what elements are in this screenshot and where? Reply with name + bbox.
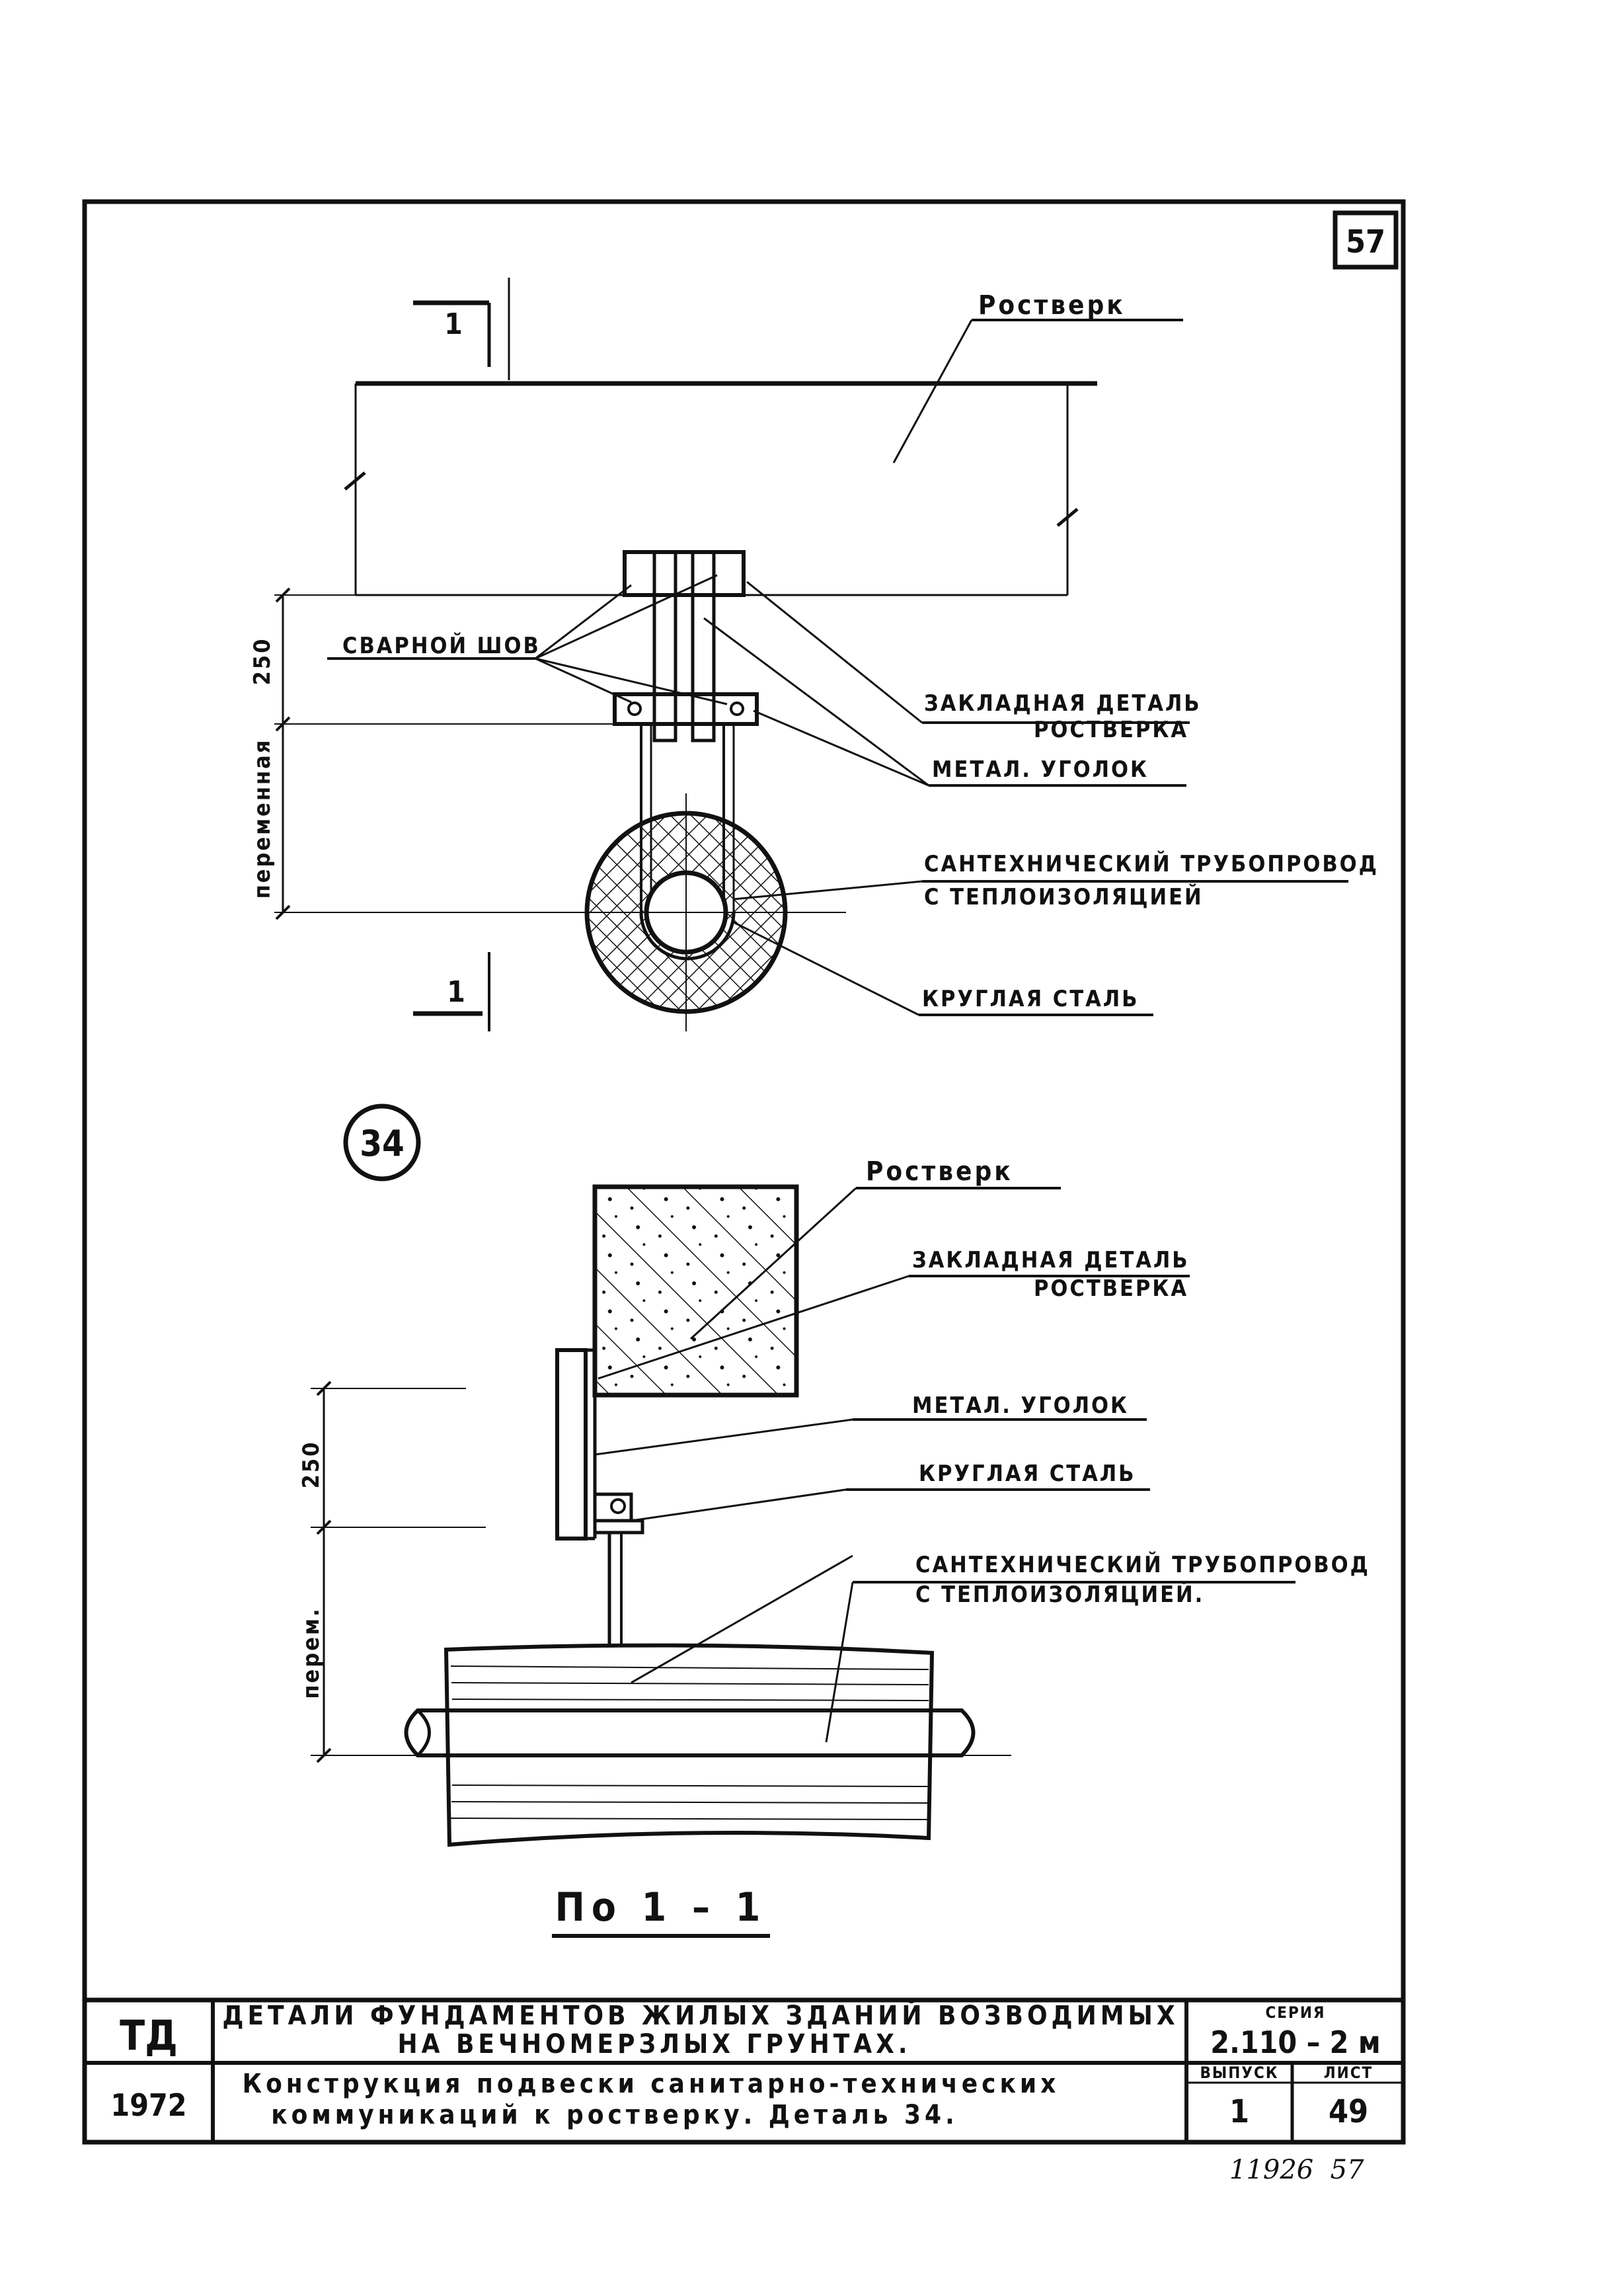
svg-text:МЕТАЛ. УГОЛОК: МЕТАЛ. УГОЛОК — [912, 1392, 1129, 1419]
svg-text:С ТЕПЛОИЗОЛЯЦИЕЙ.: С ТЕПЛОИЗОЛЯЦИЕЙ. — [915, 1581, 1204, 1608]
svg-text:МЕТАЛ. УГОЛОК: МЕТАЛ. УГОЛОК — [932, 756, 1149, 783]
issue-label: ВЫПУСК — [1200, 2063, 1278, 2082]
sheet-label: ЛИСТ — [1324, 2063, 1373, 2082]
svg-text:САНТЕХНИЧЕСКИЙ ТРУБОПРОВОД: САНТЕХНИЧЕСКИЙ ТРУБОПРОВОД — [924, 850, 1379, 877]
sheet-frame — [82, 199, 1406, 2145]
section-mark-label-top: 1 — [444, 307, 463, 341]
label-rostverk-top: Ростверк — [892, 290, 1183, 463]
dimension-section: 250 перем. — [298, 1381, 486, 1763]
footer-note: 11926 57 — [1229, 2155, 1364, 2185]
title-line-2: НА ВЕЧНОМЕРЗЛЫХ ГРУНТАХ. — [397, 2029, 911, 2060]
insulated-pipe-section — [568, 793, 846, 1031]
svg-text:ЗАКЛАДНАЯ ДЕТАЛЬ: ЗАКЛАДНАЯ ДЕТАЛЬ — [924, 690, 1202, 717]
svg-text:КРУГЛАЯ СТАЛЬ: КРУГЛАЯ СТАЛЬ — [919, 1461, 1136, 1487]
section-caption: По 1 – 1 — [552, 1884, 770, 1938]
label-round-steel-top: КРУГЛАЯ СТАЛЬ — [733, 921, 1153, 1016]
label-steel-angle-top: МЕТАЛ. УГОЛОК — [703, 617, 1186, 787]
label-rostverk-section: Ростверк — [689, 1156, 1061, 1340]
embedded-plate-plan — [613, 550, 759, 742]
svg-text:РОСТВЕРКА: РОСТВЕРКА — [1034, 1275, 1188, 1302]
insulated-pipe-longitudinal — [397, 1643, 1011, 1847]
title-line-1: ДЕТАЛИ ФУНДАМЕНТОВ ЖИЛЫХ ЗДАНИЙ ВОЗВОДИМ… — [222, 1999, 1179, 2031]
section-view: 250 перем. Ростверк ЗАКЛАДНАЯ ДЕТАЛЬ РОС… — [298, 1156, 1370, 1938]
org-code: ТД — [120, 2011, 178, 2060]
steel-angle-section — [593, 1492, 644, 1535]
section-mark-label-bottom: 1 — [447, 975, 465, 1009]
label-weld-seam: СВАРНОЙ ШОВ — [327, 574, 728, 705]
detail-number: 34 — [360, 1123, 405, 1164]
sheet-value: 49 — [1329, 2093, 1368, 2130]
section-mark-top: 1 — [413, 278, 510, 380]
svg-text:РОСТВЕРКА: РОСТВЕРКА — [1034, 717, 1188, 743]
label-round-steel-section: КРУГЛАЯ СТАЛЬ — [631, 1461, 1150, 1522]
sheet-number-box: 57 — [1333, 210, 1399, 270]
title-block: ТД 1972 ДЕТАЛИ ФУНДАМЕНТОВ ЖИЛЫХ ЗДАНИЙ … — [85, 1997, 1403, 2142]
dimension-variable-top: переменная — [249, 739, 276, 899]
year: 1972 — [110, 2087, 186, 2123]
rostverk-section — [592, 1184, 799, 1398]
label-pipeline-top: САНТЕХНИЧЕСКИЙ ТРУБОПРОВОД С ТЕПЛОИЗОЛЯЦ… — [733, 850, 1379, 910]
top-view: 1 1 — [249, 278, 1379, 1031]
svg-text:Ростверк: Ростверк — [978, 290, 1126, 321]
series-value: 2.110 – 2 м — [1210, 2024, 1380, 2060]
embedded-plate-section — [555, 1348, 588, 1541]
svg-text:По 1 – 1: По 1 – 1 — [555, 1884, 767, 1931]
dimension-top: 250 переменная — [249, 587, 621, 920]
sheet-number: 57 — [1346, 223, 1385, 260]
svg-text:КРУГЛАЯ СТАЛЬ: КРУГЛАЯ СТАЛЬ — [922, 986, 1139, 1012]
label-embedded-part-section: ЗАКЛАДНАЯ ДЕТАЛЬ РОСТВЕРКА — [598, 1247, 1190, 1380]
label-embedded-part-top: ЗАКЛАДНАЯ ДЕТАЛЬ РОСТВЕРКА — [746, 581, 1202, 743]
label-pipeline-section: САНТЕХНИЧЕСКИЙ ТРУБОПРОВОД С ТЕПЛОИЗОЛЯЦ… — [631, 1551, 1370, 1743]
section-mark-bottom: 1 — [413, 952, 490, 1031]
dimension-variable-section: перем. — [298, 1607, 325, 1699]
svg-text:СВАРНОЙ ШОВ: СВАРНОЙ ШОВ — [342, 632, 541, 659]
series-label: СЕРИЯ — [1265, 2003, 1325, 2022]
subtitle-line-1: Конструкция подвески санитарно-техническ… — [243, 2069, 1060, 2099]
dimension-250-section: 250 — [298, 1441, 325, 1489]
label-steel-angle-section: МЕТАЛ. УГОЛОК — [594, 1392, 1147, 1456]
rostverk-plan — [344, 381, 1097, 596]
svg-text:САНТЕХНИЧЕСКИЙ ТРУБОПРОВОД: САНТЕХНИЧЕСКИЙ ТРУБОПРОВОД — [915, 1551, 1370, 1578]
dimension-250-top: 250 — [249, 637, 276, 686]
subtitle-line-2: коммуникаций к ростверку. Деталь 34. — [271, 2100, 958, 2130]
svg-text:С ТЕПЛОИЗОЛЯЦИЕЙ: С ТЕПЛОИЗОЛЯЦИЕЙ — [924, 883, 1204, 910]
detail-number-marker: 34 — [343, 1103, 421, 1182]
svg-text:Ростверк: Ростверк — [866, 1156, 1013, 1187]
svg-text:ЗАКЛАДНАЯ ДЕТАЛЬ: ЗАКЛАДНАЯ ДЕТАЛЬ — [912, 1247, 1190, 1273]
issue-value: 1 — [1229, 2093, 1249, 2130]
